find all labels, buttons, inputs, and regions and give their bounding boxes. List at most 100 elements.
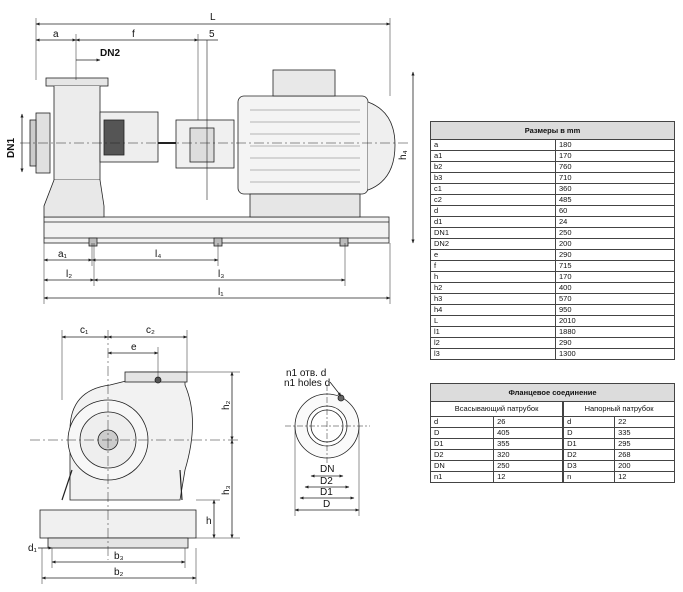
label-f: f <box>132 29 135 40</box>
label-5: 5 <box>209 29 215 40</box>
label-DN1: DN1 <box>6 138 17 158</box>
suction-header: Всасывающий патрубок <box>429 401 564 417</box>
discharge-value: 22 <box>614 416 675 428</box>
dimension-key: DN1 <box>430 227 556 239</box>
discharge-header: Напорный патрубок <box>563 401 675 417</box>
suction-value: 12 <box>493 471 564 483</box>
dimension-value: 760 <box>555 161 675 173</box>
discharge-key: D3 <box>563 460 616 472</box>
dimension-value: 170 <box>555 150 675 162</box>
dimension-value: 290 <box>555 249 675 261</box>
dimension-value: 290 <box>555 337 675 349</box>
front-view <box>30 330 240 584</box>
dimension-value: 715 <box>555 260 675 272</box>
flange-table-title: Фланцевое соединение <box>430 383 675 402</box>
discharge-value: 268 <box>614 449 675 461</box>
discharge-key: D <box>563 427 616 439</box>
dimension-key: l2 <box>430 337 556 349</box>
label-l4: l₄ <box>155 249 161 260</box>
dimension-value: 24 <box>555 216 675 228</box>
gap <box>562 438 565 450</box>
suction-key: DN <box>429 460 495 472</box>
dimension-key: a1 <box>430 150 556 162</box>
gap <box>562 427 565 439</box>
label-c2: c₂ <box>146 325 155 336</box>
suction-key: D2 <box>429 449 495 461</box>
label-l3: l₃ <box>218 269 224 280</box>
dimensions-table-title: Размеры в mm <box>430 121 675 140</box>
discharge-value: 200 <box>614 460 675 472</box>
dimension-value: 180 <box>555 139 675 151</box>
label-DN: DN <box>320 464 334 475</box>
label-D2: D2 <box>320 476 333 487</box>
label-D: D <box>323 499 330 510</box>
dimension-key: l1 <box>430 326 556 338</box>
label-h3: h₃ <box>221 485 232 495</box>
discharge-value: 12 <box>614 471 675 483</box>
label-a: a <box>53 29 59 40</box>
dimension-key: e <box>430 249 556 261</box>
dimension-value: 570 <box>555 293 675 305</box>
label-DN2: DN2 <box>100 48 120 59</box>
dimension-key: a <box>430 139 556 151</box>
suction-value: 355 <box>493 438 564 450</box>
dimension-key: h2 <box>430 282 556 294</box>
dimension-value: 170 <box>555 271 675 283</box>
discharge-key: D2 <box>563 449 616 461</box>
label-b2: b₂ <box>114 567 124 578</box>
label-c1: c₁ <box>80 325 89 336</box>
side-view <box>20 18 415 304</box>
suction-key: n1 <box>429 471 495 483</box>
suction-key: D1 <box>429 438 495 450</box>
label-a1: a₁ <box>58 249 68 260</box>
label-D1: D1 <box>320 487 333 498</box>
dimension-value: 710 <box>555 172 675 184</box>
dimension-key: f <box>430 260 556 272</box>
discharge-value: 335 <box>614 427 675 439</box>
label-h4: h₄ <box>398 150 409 160</box>
dimension-value: 60 <box>555 205 675 217</box>
suction-value: 320 <box>493 449 564 461</box>
dimension-key: d <box>430 205 556 217</box>
flange-view <box>285 381 370 516</box>
label-h2: h₂ <box>221 400 232 410</box>
gap <box>562 460 565 472</box>
discharge-key: n <box>563 471 616 483</box>
dimension-value: 1880 <box>555 326 675 338</box>
dimension-key: c1 <box>430 183 556 195</box>
dimension-value: 950 <box>555 304 675 316</box>
label-h: h <box>206 516 212 527</box>
dimension-value: 360 <box>555 183 675 195</box>
dimension-key: l3 <box>430 348 556 360</box>
label-b3: b₃ <box>114 551 124 562</box>
label-L: L <box>210 12 216 23</box>
label-holes-ru: n1 отв. d <box>286 368 326 379</box>
label-d1: d₁ <box>28 543 38 554</box>
flange-table: Фланцевое соединение Всасывающий патрубо… <box>429 383 675 483</box>
